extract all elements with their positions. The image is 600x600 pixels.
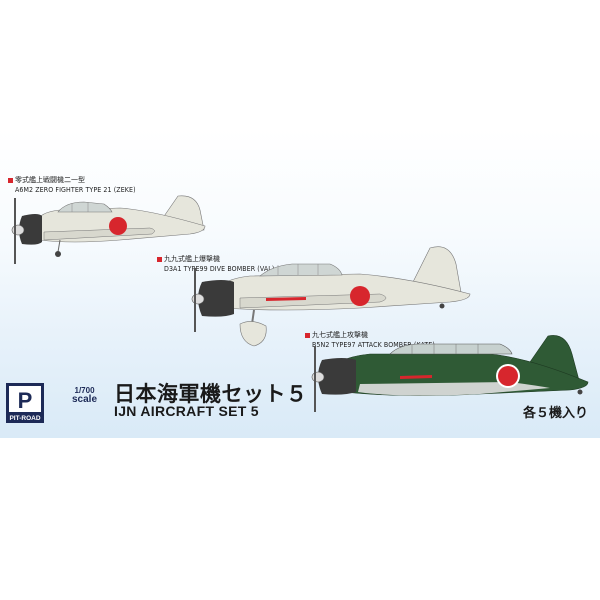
scale-badge: 1/700 scale xyxy=(72,386,98,405)
aircraft-name-jp: 九九式艦上爆撃機 xyxy=(164,255,220,263)
aircraft-label-val: 九九式艦上爆撃機 D3A1 TYPE99 DIVE BOMBER (VAL) xyxy=(157,254,274,274)
aircraft-label-kate: 九七式艦上攻撃機 B5N2 TYPE97 ATTACK BOMBER (KATE… xyxy=(305,330,435,350)
aircraft-name-en: D3A1 TYPE99 DIVE BOMBER (VAL) xyxy=(164,265,275,273)
logo-mark: P xyxy=(18,388,33,413)
aircraft-name-jp: 九七式艦上攻撃機 xyxy=(312,331,368,339)
hinomaru-roundel xyxy=(109,217,127,235)
aircraft-label-zero: 零式艦上戦闘機二一型 A6M2 ZERO FIGHTER TYPE 21 (ZE… xyxy=(8,175,136,195)
hinomaru-roundel xyxy=(498,366,518,386)
aircraft-name-en: A6M2 ZERO FIGHTER TYPE 21 (ZEKE) xyxy=(15,186,136,194)
product-title-jp: 日本海軍機セット５ xyxy=(114,382,308,406)
aircraft-name-en: B5N2 TYPE97 ATTACK BOMBER (KATE) xyxy=(312,341,435,349)
product-title-en: IJN AIRCRAFT SET 5 xyxy=(114,403,259,419)
scale-word: scale xyxy=(72,394,98,405)
pit-road-logo: P PIT-ROAD xyxy=(6,383,44,423)
kate-bomber-illustration xyxy=(311,335,589,412)
bullet-marker xyxy=(305,332,310,338)
aircraft-name-jp: 零式艦上戦闘機二一型 xyxy=(15,176,85,184)
zero-fighter-illustration xyxy=(11,195,206,264)
hinomaru-roundel xyxy=(350,286,370,306)
scale-ratio: 1/700 xyxy=(74,386,95,395)
val-bomber-illustration xyxy=(191,246,471,347)
logo-text: PIT-ROAD xyxy=(9,415,40,422)
bullet-marker xyxy=(157,256,162,262)
quantity-note: 各５機入り xyxy=(522,406,588,421)
bullet-marker xyxy=(8,177,13,183)
